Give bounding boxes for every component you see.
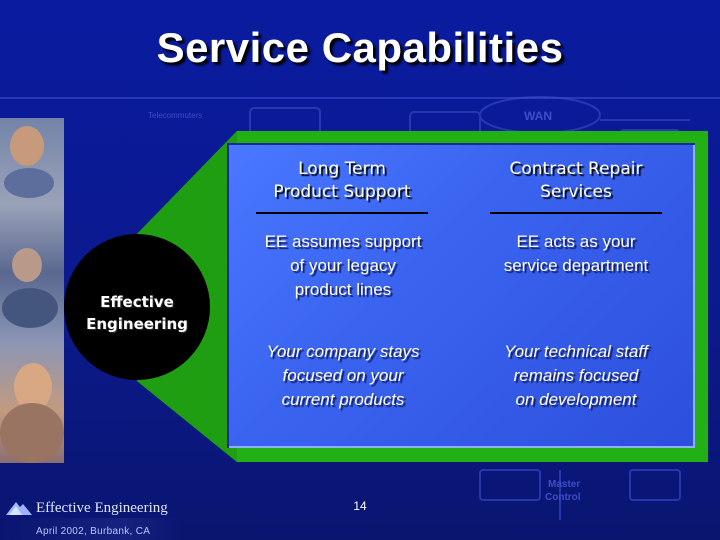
slide-title: Service Capabilities xyxy=(156,24,564,71)
title-divider xyxy=(0,97,720,99)
outcome-text-long-term: Your company stays focused on your curre… xyxy=(238,340,448,412)
text-line: EE acts as your xyxy=(516,232,636,251)
text-line: focused on your xyxy=(282,366,404,385)
logo-text: Effective Engineering xyxy=(36,499,168,516)
column-heading-rule xyxy=(490,212,662,214)
footer-date-location: April 2002, Burbank, CA xyxy=(36,526,151,537)
hub-label-line1: Effective xyxy=(100,293,174,311)
text-line: product lines xyxy=(294,280,392,299)
bg-label-telecommuters: Telecommuters xyxy=(148,111,202,120)
hub-label: Effective Engineering xyxy=(86,291,188,335)
column-heading-line: Contract Repair xyxy=(509,159,643,179)
text-line: Your technical staff xyxy=(504,342,648,361)
column-heading-line: Services xyxy=(540,182,612,202)
bg-label-master: Master xyxy=(548,479,580,490)
text-line: on development xyxy=(515,390,637,409)
benefit-text-contract-repair: EE acts as your service department xyxy=(471,230,681,278)
column-heading-rule xyxy=(256,212,428,214)
column-heading-contract-repair: Contract Repair Services xyxy=(476,158,676,204)
text-line: remains focused xyxy=(513,366,639,385)
text-line: Your company stays xyxy=(266,342,420,361)
company-logo: Effective Engineering xyxy=(6,497,206,519)
text-line: of your legacy xyxy=(290,256,396,275)
column-heading-line: Product Support xyxy=(273,182,411,202)
page-number: 14 xyxy=(353,499,367,513)
footer-bar xyxy=(0,518,180,540)
text-line: service department xyxy=(503,256,649,275)
bg-label-wan: WAN xyxy=(524,109,552,123)
text-line: EE assumes support xyxy=(264,232,422,251)
hub-circle: Effective Engineering xyxy=(64,234,210,380)
column-heading-line: Long Term xyxy=(298,159,386,179)
outcome-text-contract-repair: Your technical staff remains focused on … xyxy=(471,340,681,412)
services-panel xyxy=(227,143,695,448)
column-heading-long-term: Long Term Product Support xyxy=(242,158,442,204)
mountain-logo-icon xyxy=(6,502,32,515)
bg-label-control: Control xyxy=(545,492,581,503)
hub-label-line2: Engineering xyxy=(86,315,188,333)
benefit-text-long-term: EE assumes support of your legacy produc… xyxy=(238,230,448,302)
photo-collage xyxy=(0,118,64,463)
text-line: current products xyxy=(281,390,405,409)
